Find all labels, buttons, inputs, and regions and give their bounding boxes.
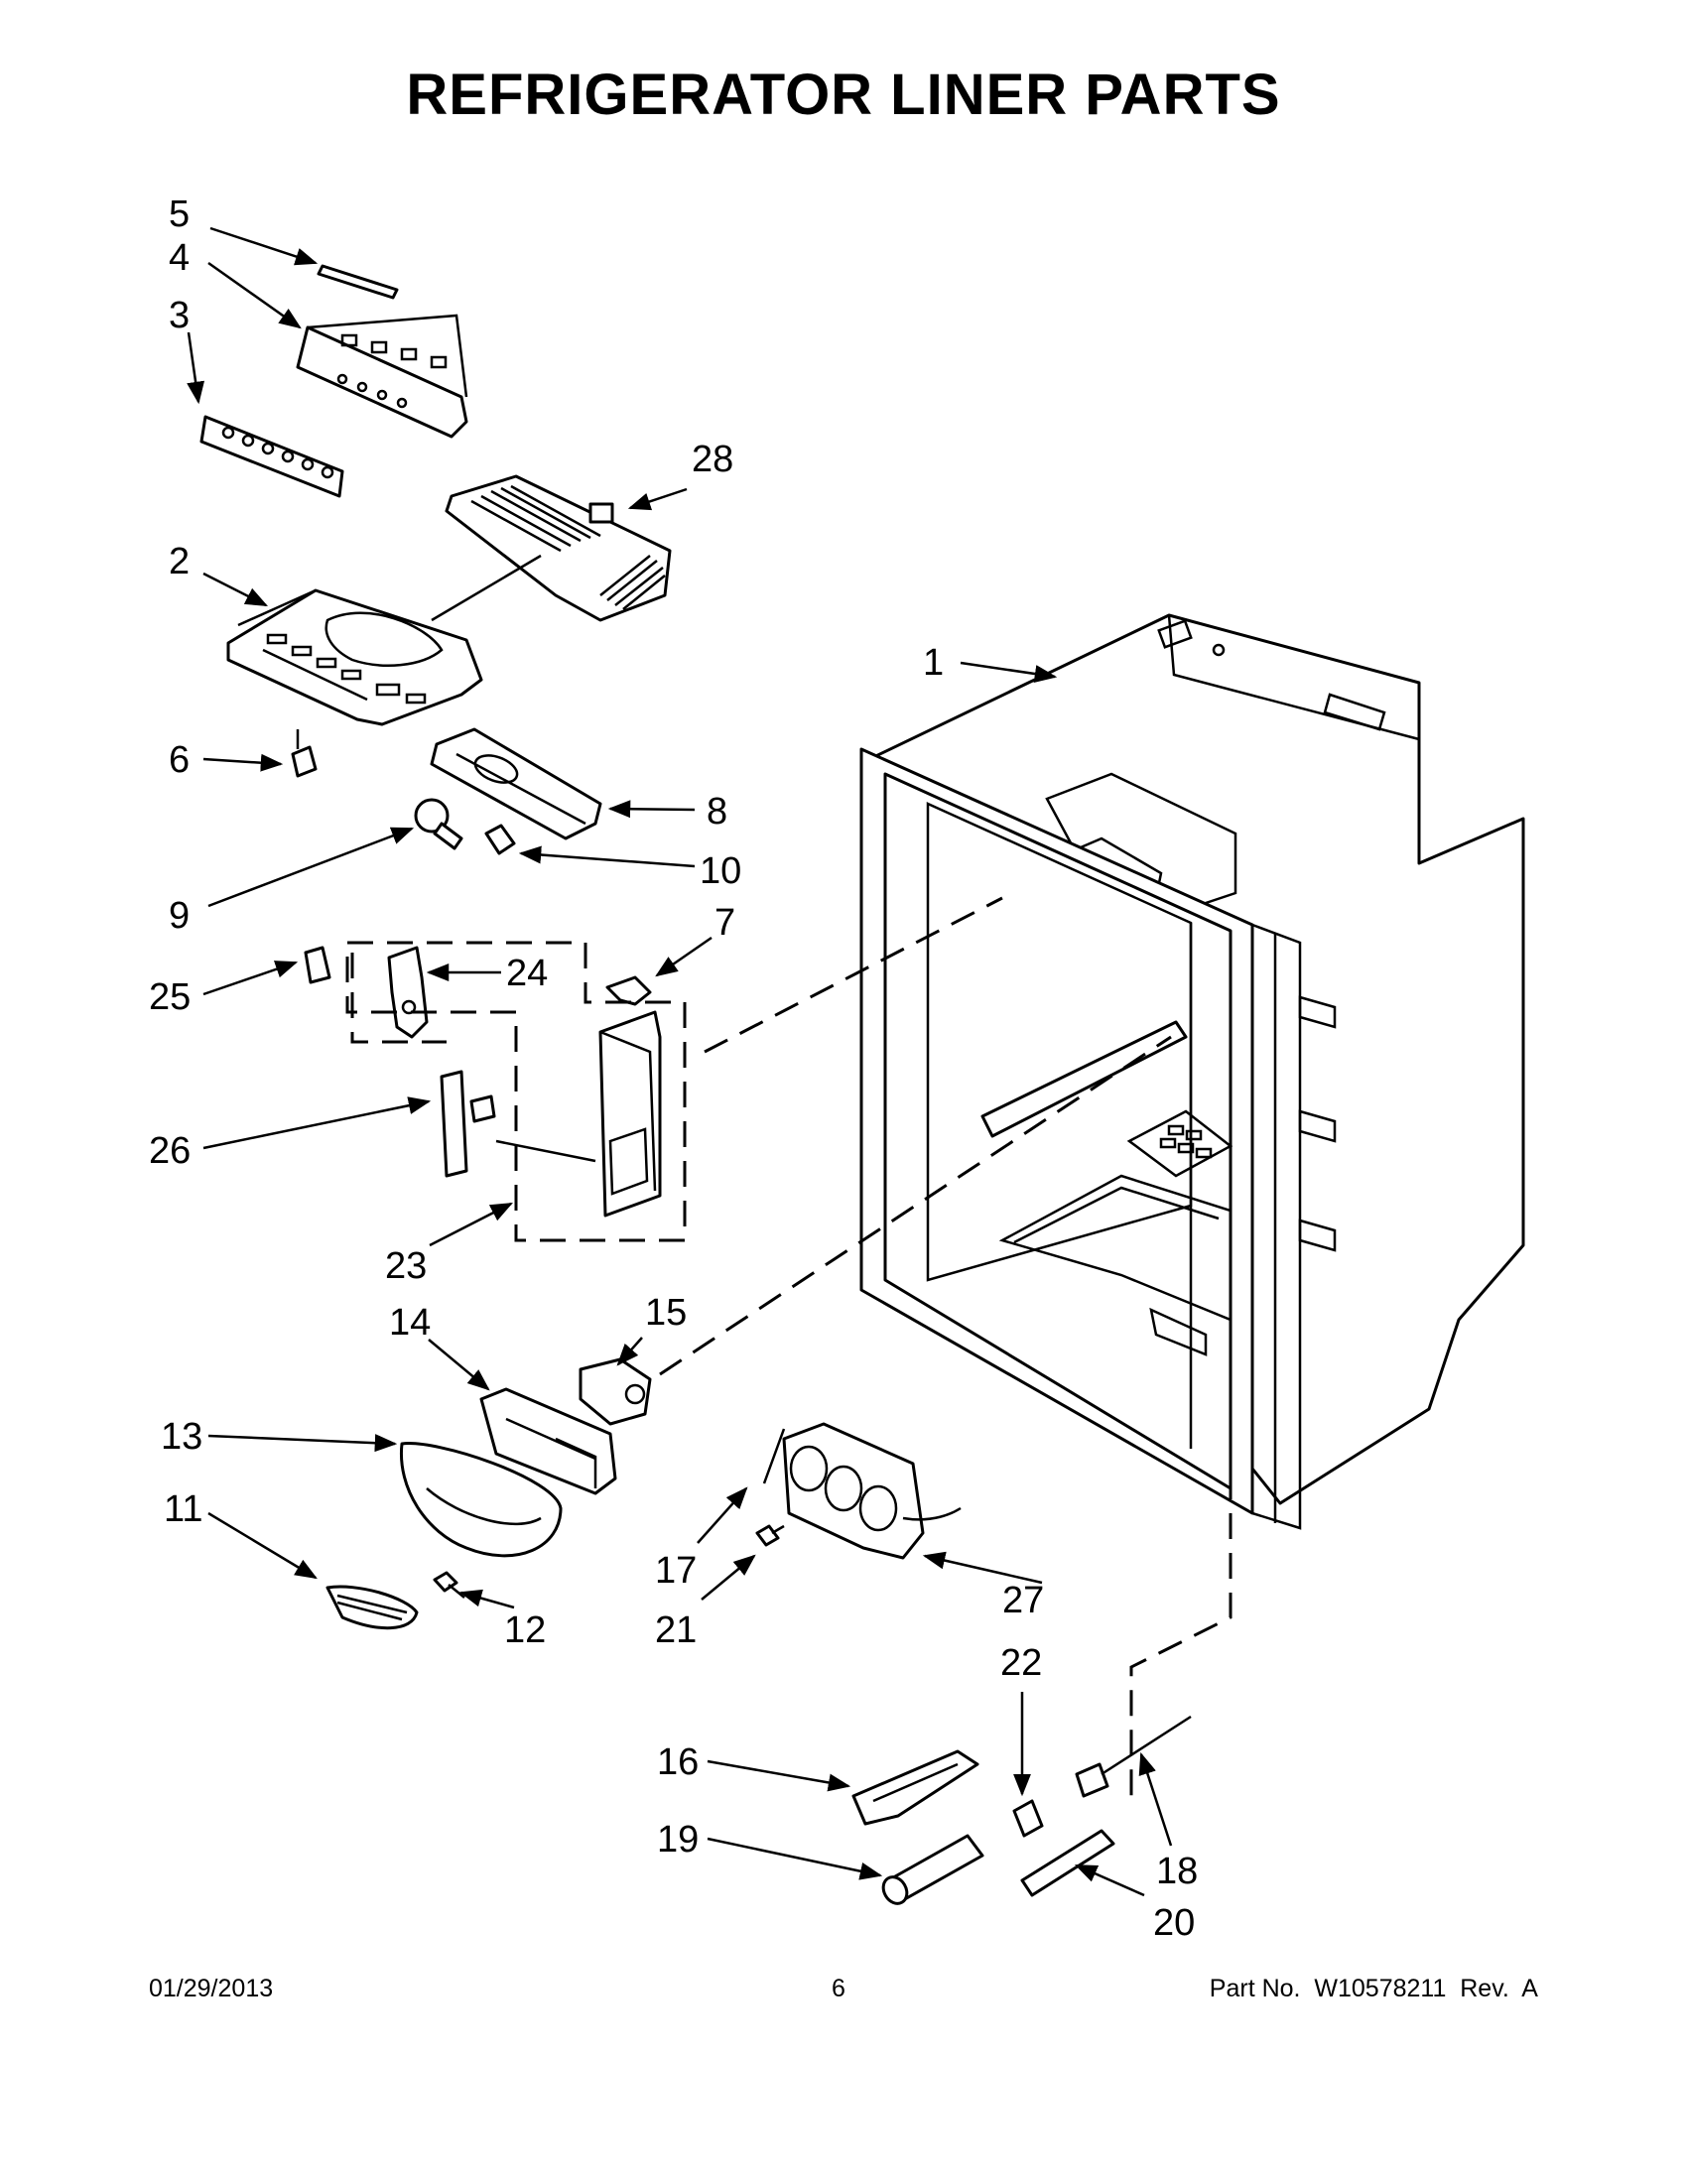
light-bulb-part-9	[414, 798, 463, 850]
control-panel-part-3	[199, 415, 344, 498]
callout-27: 27	[1002, 1580, 1044, 1621]
filter-bypass-part-18	[1075, 1715, 1192, 1798]
callout-26: 26	[149, 1130, 191, 1172]
callout-3: 3	[169, 295, 190, 336]
callout-21: 21	[655, 1609, 697, 1651]
filter-housing-part-16	[851, 1749, 979, 1826]
water-tube-part-26	[440, 1049, 496, 1178]
footer-date: 01/29/2013	[149, 1975, 274, 2002]
light-housing-part-8	[430, 727, 602, 840]
callout-10: 10	[700, 850, 741, 892]
cover-part-13	[399, 1442, 563, 1558]
callout-labels: 1 2 3 4 5 6 7 8 9 10 11 12 13 14 15 16 1…	[149, 193, 1198, 1944]
callout-6: 6	[169, 739, 190, 781]
callout-9: 9	[169, 895, 190, 937]
callout-5: 5	[169, 193, 190, 235]
screw-part-17	[762, 1428, 786, 1484]
callout-17: 17	[655, 1550, 697, 1592]
callout-15: 15	[645, 1292, 687, 1334]
air-tower-part-28	[445, 474, 672, 622]
valve-bracket-part-24	[387, 946, 429, 1039]
callout-22: 22	[1000, 1642, 1042, 1684]
callout-23: 23	[385, 1245, 427, 1287]
callout-16: 16	[657, 1741, 699, 1783]
callout-19: 19	[657, 1819, 699, 1861]
water-valve-part-25	[304, 946, 331, 984]
callout-2: 2	[169, 541, 190, 582]
screw-part-12	[433, 1571, 465, 1599]
callout-7: 7	[714, 902, 735, 944]
water-filter-part-19	[881, 1834, 984, 1905]
callout-13: 13	[161, 1416, 202, 1458]
control-board-part-4	[296, 314, 468, 439]
bracket-part-7	[605, 975, 652, 1006]
dispenser-housing-part-23	[598, 1010, 662, 1218]
callout-8: 8	[707, 791, 727, 833]
filter-door-part-20	[1020, 1829, 1115, 1897]
control-housing-part-2	[226, 588, 483, 726]
footer-page-number: 6	[832, 1975, 845, 2002]
grille-part-11	[325, 1585, 419, 1630]
leader-arrows	[187, 226, 1173, 1897]
callout-4: 4	[169, 237, 190, 279]
refrigerator-liner-part-1	[859, 613, 1525, 1530]
filter-cap-part-22	[1012, 1799, 1044, 1838]
switch-part-15	[579, 1357, 652, 1426]
wire-clip-part-5	[317, 264, 399, 300]
screw-part-21	[755, 1524, 785, 1547]
callout-18: 18	[1156, 1851, 1198, 1892]
callout-24: 24	[506, 953, 548, 994]
page-title: REFRIGERATOR LINER PARTS	[406, 63, 1281, 127]
assembly-lines	[296, 554, 1233, 1796]
callout-25: 25	[149, 976, 191, 1018]
callout-12: 12	[504, 1609, 546, 1651]
housing-part-14	[479, 1387, 617, 1495]
callout-28: 28	[692, 439, 733, 480]
callout-11: 11	[164, 1488, 202, 1530]
callout-14: 14	[389, 1302, 431, 1344]
callout-20: 20	[1153, 1902, 1195, 1944]
callout-1: 1	[923, 642, 944, 684]
switch-part-6	[291, 745, 318, 778]
light-socket-part-10	[484, 824, 516, 855]
filter-manifold-part-27	[782, 1422, 962, 1560]
footer-part-number: Part No. W10578211 Rev. A	[1209, 1975, 1538, 2002]
